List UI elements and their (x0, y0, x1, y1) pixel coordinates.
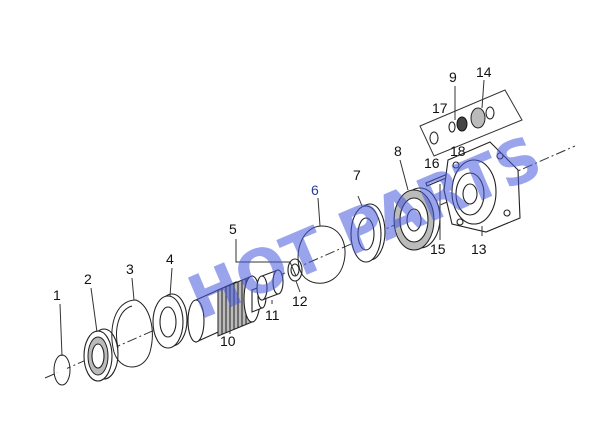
part-1-snap-ring (53, 354, 71, 386)
part-18-gear (456, 116, 468, 132)
part-11-needle-bearing (256, 269, 284, 301)
part-9-subassembly-frame (419, 89, 523, 157)
part-17-bushing (448, 121, 456, 133)
part-2-bearing (83, 328, 119, 382)
part-13-housing (443, 141, 521, 233)
spline-teeth (221, 279, 247, 334)
part-4-washer (152, 293, 188, 349)
callout-9: 9 (449, 69, 457, 85)
part-16-washer (429, 131, 439, 145)
callout-3: 3 (126, 261, 134, 277)
callout-4: 4 (166, 251, 174, 267)
part-3-wire-ring (111, 299, 153, 368)
callout-11: 11 (265, 307, 280, 323)
callout-14: 14 (476, 64, 492, 80)
part-14-small-gear (470, 106, 495, 129)
callout-10: 10 (220, 333, 236, 349)
part-8-gear (393, 187, 441, 251)
callout-2: 2 (84, 271, 92, 287)
callout-7: 7 (353, 167, 361, 183)
callout-1: 1 (53, 287, 61, 303)
callout-15: 15 (430, 241, 446, 257)
callout-5: 5 (229, 221, 237, 237)
leader-lines (59, 79, 485, 357)
part-6-large-snap-ring (297, 225, 346, 284)
callout-12: 12 (292, 293, 308, 309)
callout-8: 8 (394, 143, 402, 159)
callout-13: 13 (471, 241, 487, 257)
callout-18: 18 (450, 143, 466, 159)
callout-17: 17 (432, 100, 448, 116)
callout-16: 16 (424, 155, 440, 171)
callout-6: 6 (311, 182, 319, 198)
part-7-plate (350, 203, 386, 263)
